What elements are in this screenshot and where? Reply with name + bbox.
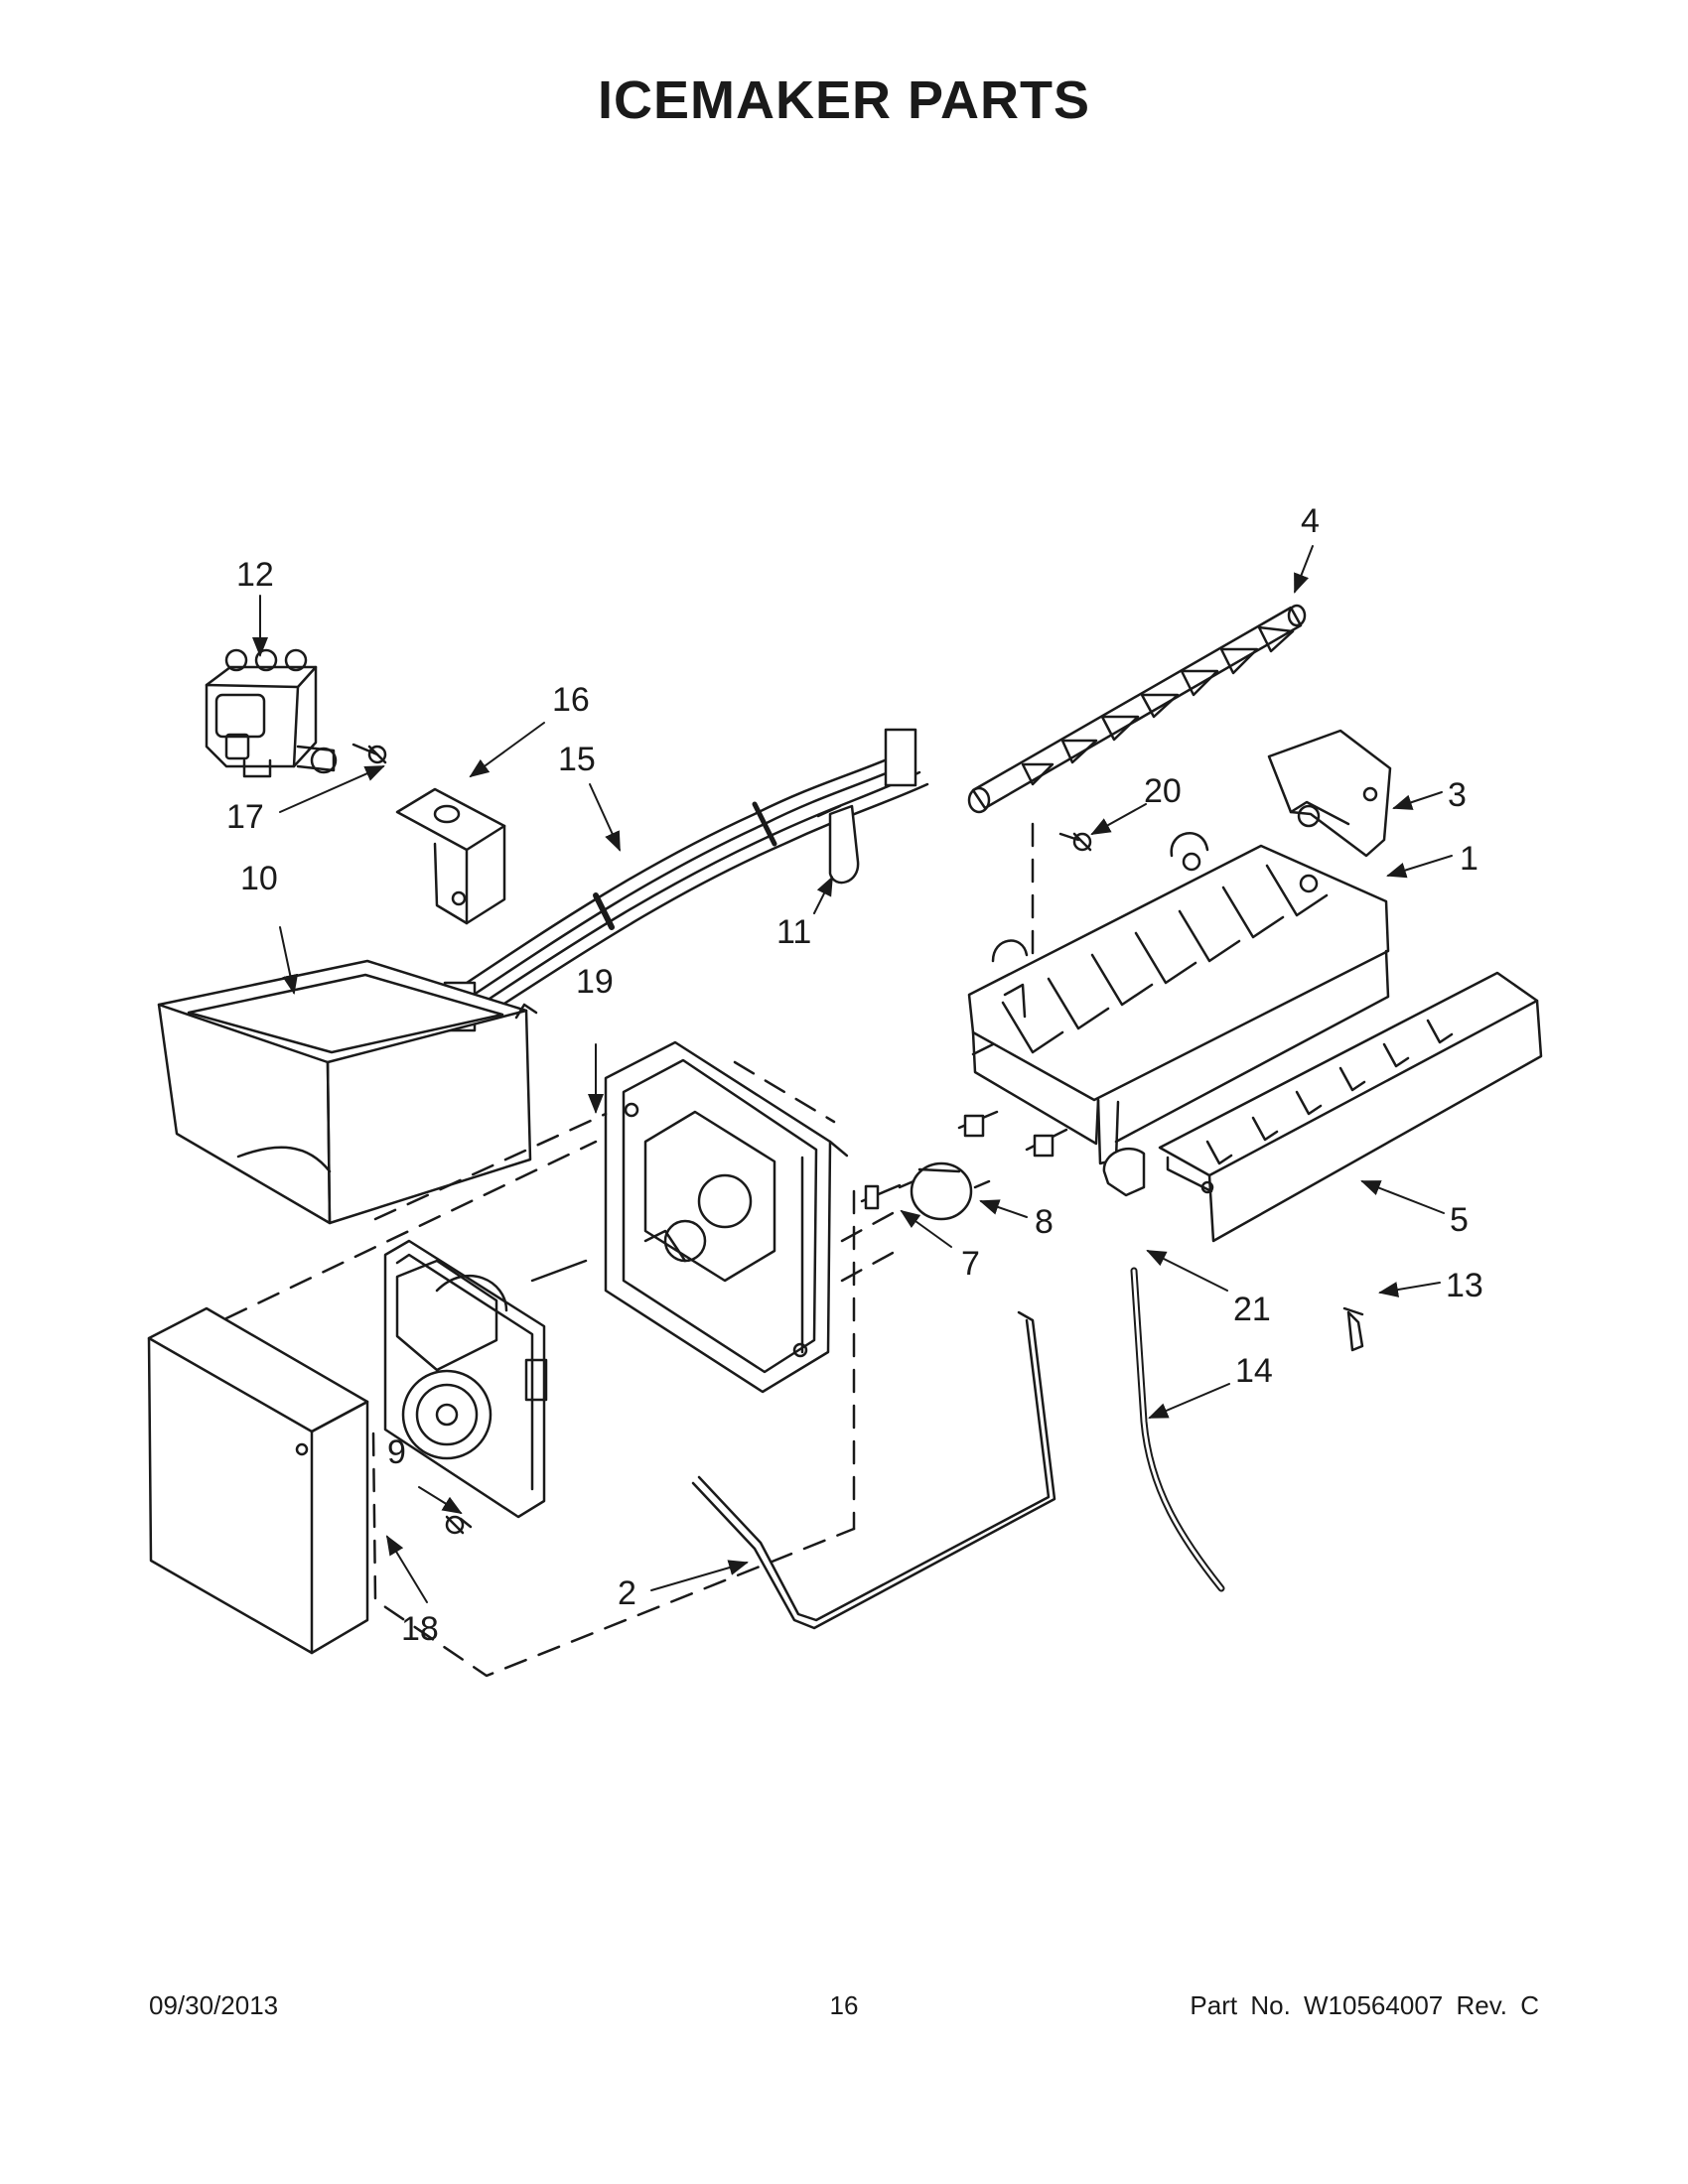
callout-2: 2 xyxy=(618,1574,636,1612)
assembly-outline xyxy=(224,822,1035,1678)
callout-1: 1 xyxy=(1460,840,1478,878)
page-title: ICEMAKER PARTS xyxy=(597,70,1091,130)
callout-labels: 1 2 3 4 5 7 8 9 10 11 12 13 14 15 16 17 … xyxy=(226,502,1483,1648)
callout-9: 9 xyxy=(387,1433,406,1471)
water-valve-part xyxy=(205,648,338,778)
shutoff-arm-part xyxy=(691,1310,1056,1630)
leader-lines xyxy=(252,545,1453,1603)
wire-harness-part xyxy=(443,728,929,1032)
ice-stripper-part xyxy=(1158,971,1543,1243)
callout-5: 5 xyxy=(1450,1201,1469,1239)
harness-clip-part xyxy=(816,804,860,885)
tube-clip-part xyxy=(1102,1148,1146,1197)
callout-16: 16 xyxy=(552,681,590,719)
ice-bucket-part xyxy=(157,959,538,1225)
plug-part xyxy=(1342,1306,1364,1352)
callout-19: 19 xyxy=(576,963,614,1001)
callout-11: 11 xyxy=(776,913,811,951)
callout-12: 12 xyxy=(236,556,274,594)
callout-14: 14 xyxy=(1235,1352,1273,1390)
front-cover-part xyxy=(147,1306,369,1655)
callout-17: 17 xyxy=(226,798,264,836)
heater-pins-part xyxy=(860,1042,1068,1210)
callout-8: 8 xyxy=(1035,1203,1054,1241)
callout-21: 21 xyxy=(1233,1291,1271,1328)
motor-screw-part xyxy=(445,1515,473,1535)
wire-bracket-part xyxy=(395,787,506,925)
callout-20: 20 xyxy=(1144,772,1182,810)
ejector-part xyxy=(967,604,1307,814)
callout-4: 4 xyxy=(1301,502,1320,540)
callout-18: 18 xyxy=(401,1610,439,1648)
mounting-plate-part xyxy=(604,1040,832,1394)
valve-screw-part xyxy=(352,743,387,764)
callout-15: 15 xyxy=(558,741,596,778)
stripper-cover-part xyxy=(1267,729,1392,858)
callout-7: 7 xyxy=(961,1245,980,1283)
mold-screw-part xyxy=(1058,832,1092,852)
footer-page-number: 16 xyxy=(829,1990,859,2020)
footer-part-number: Part No. W10564007 Rev. C xyxy=(1190,1990,1539,2020)
callout-13: 13 xyxy=(1446,1267,1483,1304)
callout-10: 10 xyxy=(240,860,278,897)
thermostat-part xyxy=(898,1161,991,1221)
fill-tube-part xyxy=(1130,1267,1225,1592)
footer-date: 09/30/2013 xyxy=(149,1990,279,2020)
callout-3: 3 xyxy=(1448,776,1467,814)
motor-assembly-part xyxy=(383,1239,588,1519)
